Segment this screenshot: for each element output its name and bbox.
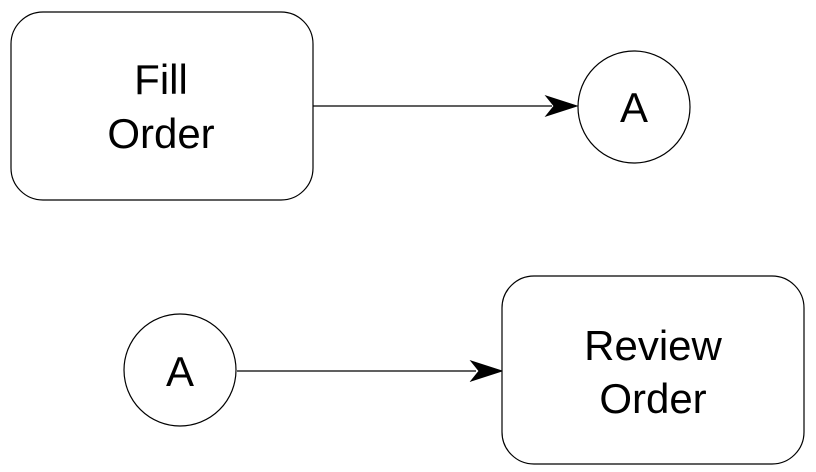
edge-connector-a-to-review-order-arrowhead xyxy=(469,360,504,382)
connector-a-top[interactable]: A xyxy=(577,50,691,164)
connector-a-top-circle xyxy=(577,50,691,164)
process-box-review-order[interactable]: Review Order xyxy=(501,275,805,465)
edge-fill-order-to-connector-a-arrowhead xyxy=(544,95,579,117)
process-box-fill-order[interactable]: Fill Order xyxy=(10,11,314,201)
process-box-review-order-shape xyxy=(501,275,805,465)
connector-a-bottom[interactable]: A xyxy=(123,313,237,427)
connector-a-bottom-label: A xyxy=(166,348,194,395)
process-box-review-order-label-line2: Order xyxy=(599,375,706,422)
connector-a-bottom-circle xyxy=(123,313,237,427)
process-box-fill-order-label-line1: Fill xyxy=(134,56,188,103)
process-box-review-order-label-line1: Review xyxy=(584,322,722,369)
process-box-fill-order-shape xyxy=(10,11,314,201)
edge-connector-a-to-review-order xyxy=(237,360,504,382)
process-box-fill-order-label-line2: Order xyxy=(107,110,214,157)
connector-a-top-label: A xyxy=(620,84,648,131)
edge-fill-order-to-connector-a xyxy=(313,95,579,117)
